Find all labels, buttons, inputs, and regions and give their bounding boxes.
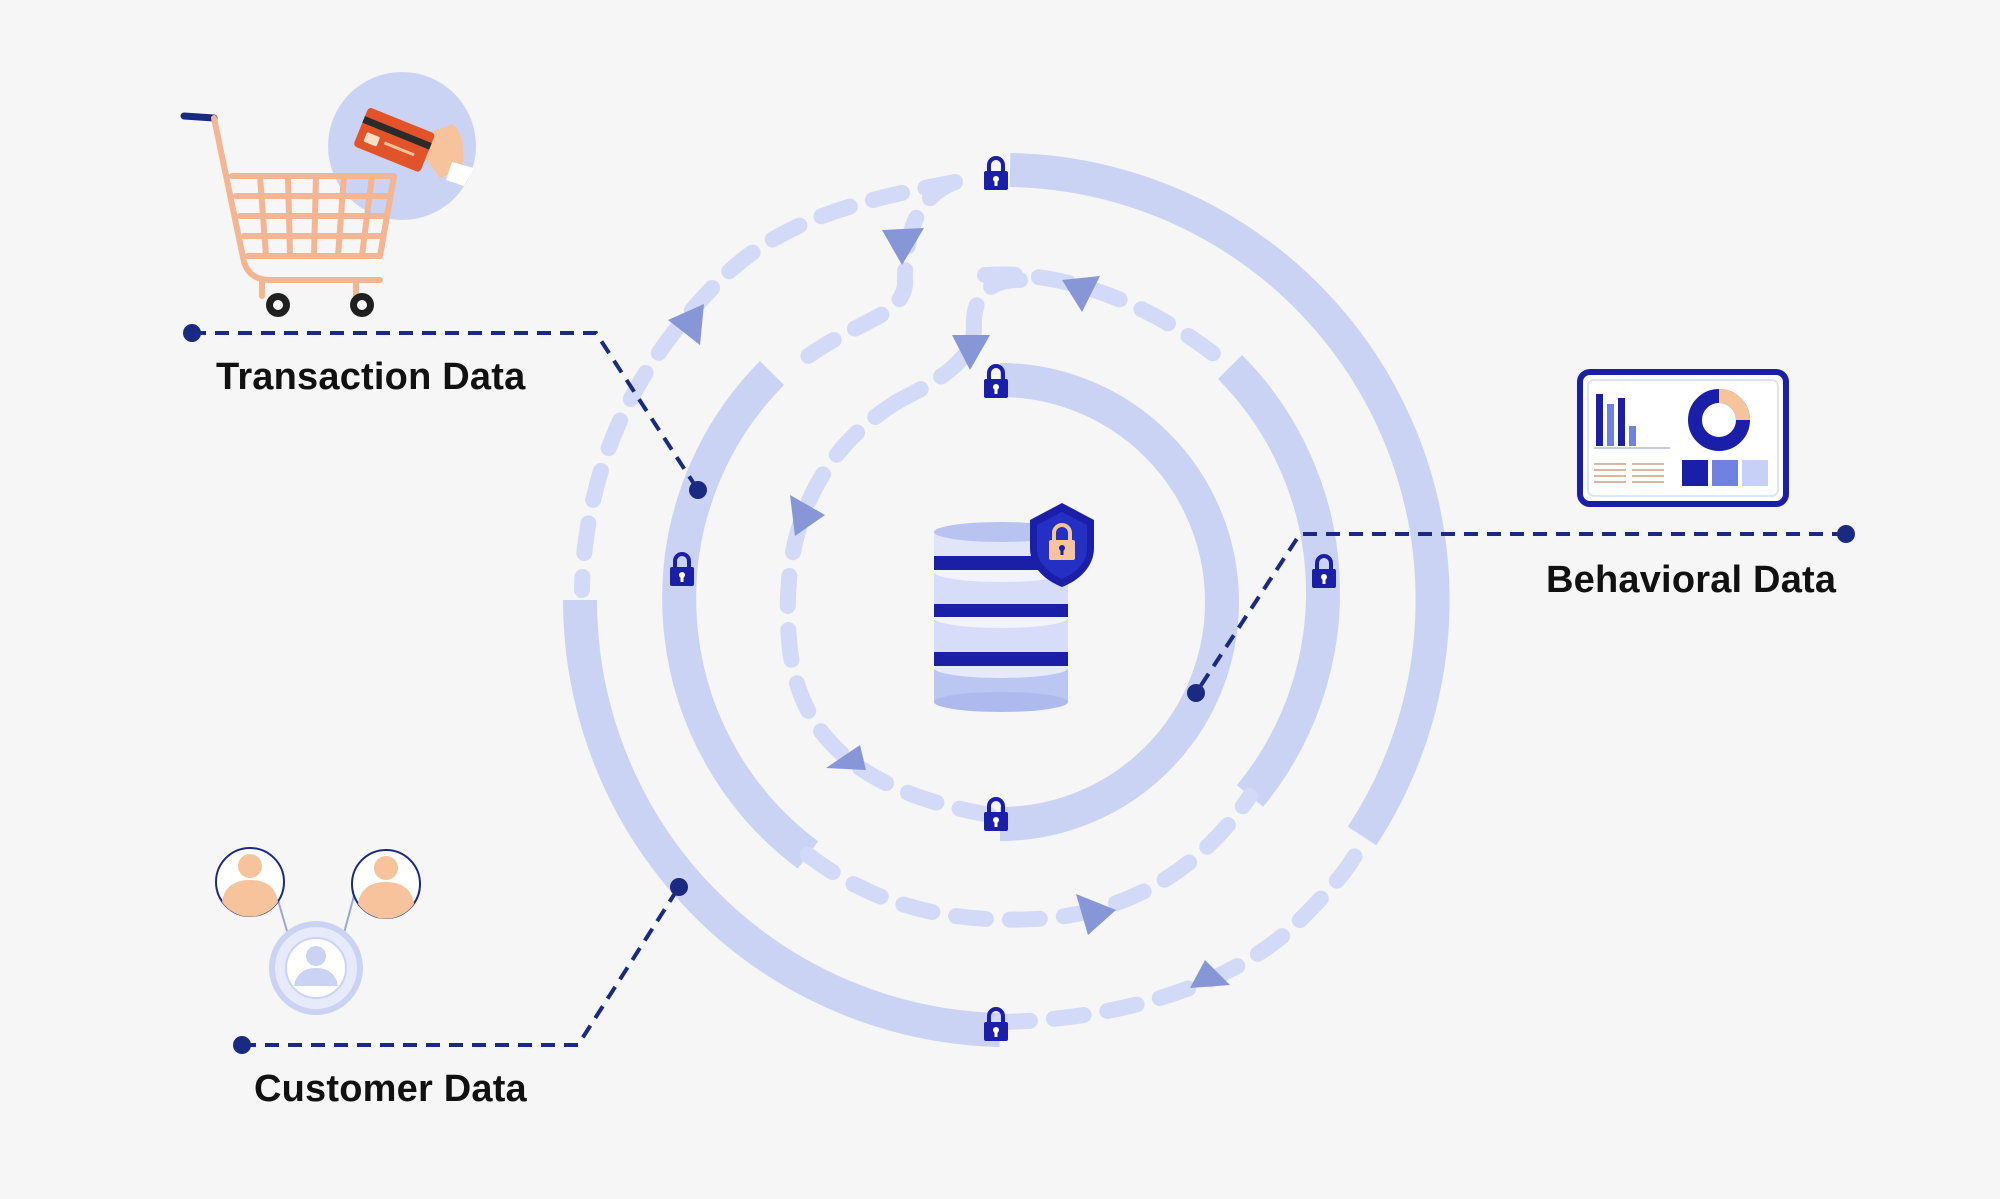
customer-avatar-icon (269, 921, 363, 1015)
padlock-icon (982, 364, 1010, 400)
secure-database-icon (934, 503, 1094, 712)
flow-arrow-icon (882, 228, 924, 265)
customer-connector (242, 885, 681, 1047)
behavioral-data-label: Behavioral Data (1546, 559, 1837, 601)
connector-dots (183, 324, 1855, 1054)
connector-lines (192, 331, 1846, 1047)
padlock-icon (982, 797, 1010, 833)
analytics-dashboard-icon (1577, 369, 1789, 507)
padlock-icon (982, 156, 1010, 192)
shopping-cart-payment-icon (180, 72, 476, 317)
shield-lock-icon (1030, 503, 1094, 587)
customer-avatar-icon (215, 847, 285, 917)
flow-arrow-icon (1190, 960, 1230, 988)
flow-arrows (668, 228, 1230, 988)
flow-arrow-icon (952, 335, 990, 370)
transaction-connector (192, 331, 700, 492)
flow-arrow-icon (826, 745, 866, 770)
flow-arrow-icon (790, 495, 825, 536)
flow-arrow-icon (668, 304, 704, 345)
transaction-data-label: Transaction Data (216, 356, 526, 398)
flow-arrow-icon (1062, 276, 1100, 312)
flow-arrow-icon (1076, 894, 1116, 935)
dashed-flow-paths (574, 174, 1370, 1030)
database-disks (934, 522, 1068, 712)
customer-data-label: Customer Data (254, 1068, 527, 1110)
customer-network-icon (215, 847, 421, 1015)
outer-ring (563, 153, 1450, 1047)
customer-avatar-icon (351, 849, 421, 919)
inner-ring (999, 363, 1239, 841)
behavioral-connector (1194, 532, 1846, 695)
